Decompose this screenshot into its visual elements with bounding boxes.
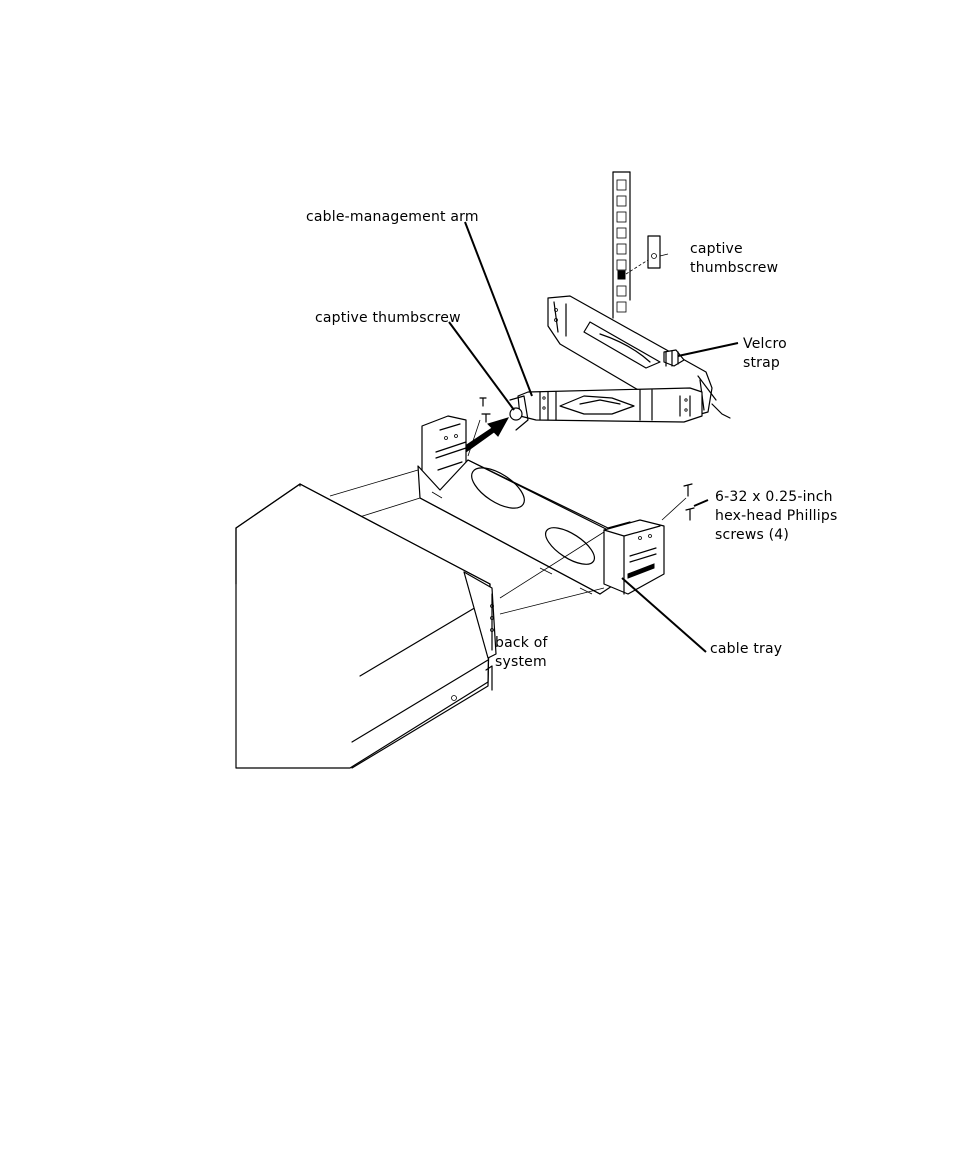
label-back-of-system: back of system [495, 634, 548, 672]
label-line: Velcro [743, 335, 787, 354]
label-line: thumbscrew [690, 259, 778, 278]
tray-screws-right [684, 484, 694, 520]
insertion-arrow [462, 418, 508, 452]
label-line: 6-32 x 0.25-inch [715, 488, 837, 507]
label-cable-tray: cable tray [710, 640, 782, 659]
label-cable-management-arm: cable-management arm [306, 208, 479, 227]
label-line: strap [743, 354, 787, 373]
bracket-screws-left [480, 398, 490, 422]
label-screws: 6-32 x 0.25-inch hex-head Phillips screw… [715, 488, 837, 545]
label-captive-thumbscrew-arm: captive thumbscrew [315, 309, 461, 328]
label-line: hex-head Phillips [715, 507, 837, 526]
rail-square-holes [617, 180, 626, 312]
captive-thumbscrew-rack [626, 236, 668, 274]
label-line: captive [690, 240, 778, 259]
rack-rail [613, 172, 630, 318]
label-line: system [495, 653, 548, 672]
system-chassis [236, 484, 496, 768]
label-line: back of [495, 634, 548, 653]
label-velcro-strap: Velcro strap [743, 335, 787, 373]
arm-inner-segment [518, 388, 702, 422]
label-line: screws (4) [715, 526, 837, 545]
label-captive-thumbscrew-rack: captive thumbscrew [690, 240, 778, 278]
